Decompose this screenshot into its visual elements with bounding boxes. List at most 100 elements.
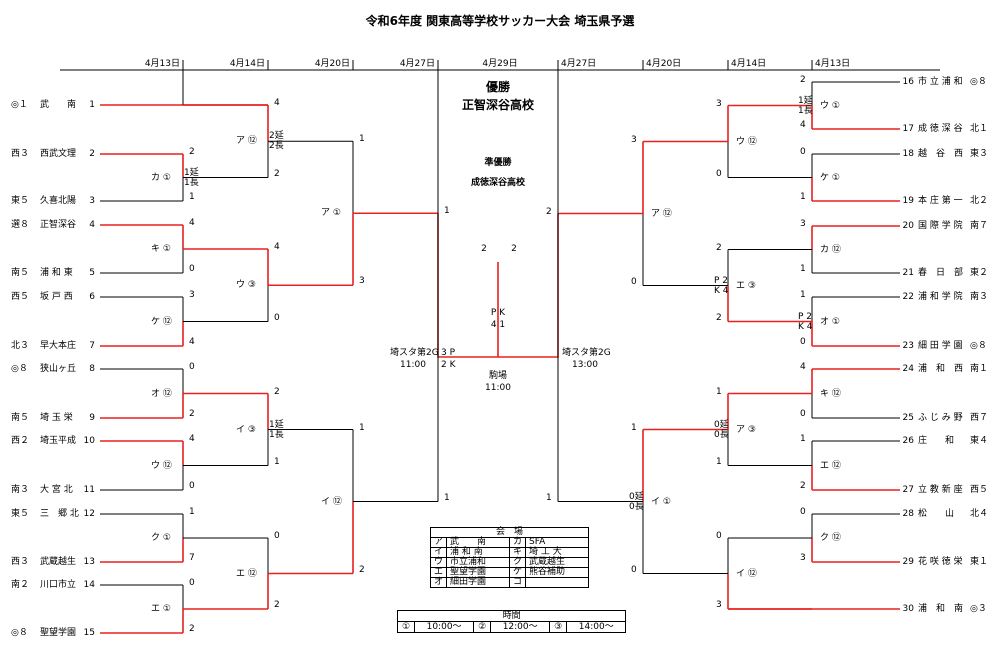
team-name: 細 田 学 園 [918, 341, 963, 351]
team-number: 6 [89, 292, 95, 302]
final-score: 2 [511, 244, 517, 254]
score: 1 [800, 434, 806, 444]
team-seed: 東３ [970, 149, 989, 159]
team-seed: 西３ [11, 149, 30, 159]
team-seed: 南７ [970, 221, 989, 231]
semi-pk: 2 K [441, 360, 456, 370]
team-seed: 西５ [970, 485, 989, 495]
time-mark: ② [473, 621, 492, 633]
team-number: 8 [89, 364, 95, 374]
match-code: ク ① [151, 533, 171, 543]
score: 0 [716, 531, 722, 541]
team-number: 17 [902, 124, 914, 134]
team-seed: 北１ [970, 124, 989, 134]
team-seed: 西５ [11, 292, 30, 302]
match-code: ア ⑫ [651, 208, 672, 219]
venue-cell: ウ [429, 557, 448, 568]
team-name: 国 際 学 院 [918, 221, 963, 231]
team-name: 狭山ヶ丘 [40, 364, 77, 374]
score: 0 [631, 276, 637, 287]
match-note: 1延 [269, 419, 284, 430]
score: 2 [274, 600, 280, 610]
team-seed: 北３ [11, 341, 30, 351]
score: 4 [274, 242, 280, 252]
team-name: 花 咲 徳 栄 [918, 557, 963, 567]
match-note: 0長 [629, 501, 644, 512]
team-name: 三 郷 北 [40, 509, 79, 519]
team-number: 21 [902, 268, 914, 278]
team-number: 20 [902, 221, 914, 231]
final-time: 11:00 [485, 383, 511, 393]
score: 3 [716, 600, 722, 610]
team-name: 武 南 [40, 100, 77, 110]
team-name: 埼玉平成 [40, 436, 77, 446]
match-code: ケ ⑫ [151, 316, 172, 327]
team-seed: 東２ [970, 268, 989, 278]
match-note: 2延 [269, 131, 284, 142]
match-note: 0長 [714, 429, 729, 440]
venue-cell: オ [429, 577, 448, 588]
score: 0 [716, 168, 722, 179]
champion-label: 優勝 [485, 80, 511, 94]
score: 2 [274, 168, 280, 179]
score: 2 [546, 206, 552, 217]
semi-venue: 埼スタ第2G [390, 348, 439, 358]
champion-team: 正智深谷高校 [461, 98, 535, 112]
team-seed: ◎３ [970, 604, 987, 614]
match-note: K 4 [714, 285, 729, 296]
score: 0 [800, 507, 806, 517]
score: 0 [189, 264, 195, 274]
score: 1 [189, 192, 195, 202]
team-seed: 北４ [970, 509, 989, 519]
venue-cell: コ [509, 577, 527, 588]
team-seed: 西３ [11, 557, 30, 567]
final-score: 2 [481, 244, 487, 254]
venue-cell: エ [429, 567, 448, 578]
team-name: 越 谷 西 [918, 149, 964, 159]
match-code: エ ⑫ [236, 568, 257, 579]
match-code: イ ⑫ [736, 568, 757, 579]
match-note: K 4 [798, 321, 813, 332]
match-code: イ ③ [236, 424, 256, 435]
match-code: ケ ① [820, 172, 840, 183]
team-name: 西武文理 [40, 149, 77, 159]
team-number: 2 [89, 149, 95, 159]
team-seed: 西７ [970, 413, 989, 423]
team-seed: ◎８ [11, 628, 28, 638]
round-date-final: 4月29日 [482, 59, 518, 69]
score: 1 [800, 290, 806, 300]
score: 1 [359, 134, 365, 145]
team-seed: 南５ [11, 413, 30, 423]
venue-cell: 市立浦和 [446, 557, 511, 568]
score: 0 [274, 312, 280, 323]
team-name: 市 立 浦 和 [918, 77, 963, 87]
team-number: 1 [89, 100, 95, 110]
team-seed: ◎８ [970, 77, 987, 87]
match-note: 1長 [798, 105, 813, 116]
team-name: 立 教 新 座 [918, 485, 963, 495]
semi-time: 13:00 [572, 360, 598, 370]
pk-score: 4 1 [490, 320, 506, 330]
venue-cell: 細田学園 [446, 577, 511, 588]
team-number: 15 [83, 628, 95, 638]
match-code: イ ⑫ [321, 496, 342, 507]
match-note: 1長 [184, 177, 199, 188]
match-note: 2長 [269, 141, 284, 152]
team-number: 28 [902, 509, 914, 519]
team-number: 3 [89, 196, 95, 206]
score: 4 [189, 434, 195, 444]
team-number: 27 [902, 485, 914, 495]
venue-cell: 武蔵越生 [525, 557, 590, 568]
round-date: 4月20日 [646, 59, 682, 69]
team-seed: 選８ [11, 220, 30, 230]
team-number: 5 [89, 268, 95, 278]
match-code: オ ⑫ [151, 388, 172, 399]
semi-pk: 3 P [441, 348, 456, 358]
time-value: 10:00～ [414, 621, 475, 633]
team-number: 18 [902, 149, 914, 159]
team-name: 坂 戸 西 [40, 292, 73, 302]
score: 1 [274, 456, 280, 467]
match-code: ウ ⑫ [736, 136, 757, 147]
page-title: 令和6年度 関東高等学校サッカー大会 埼玉県予選 [365, 14, 635, 28]
